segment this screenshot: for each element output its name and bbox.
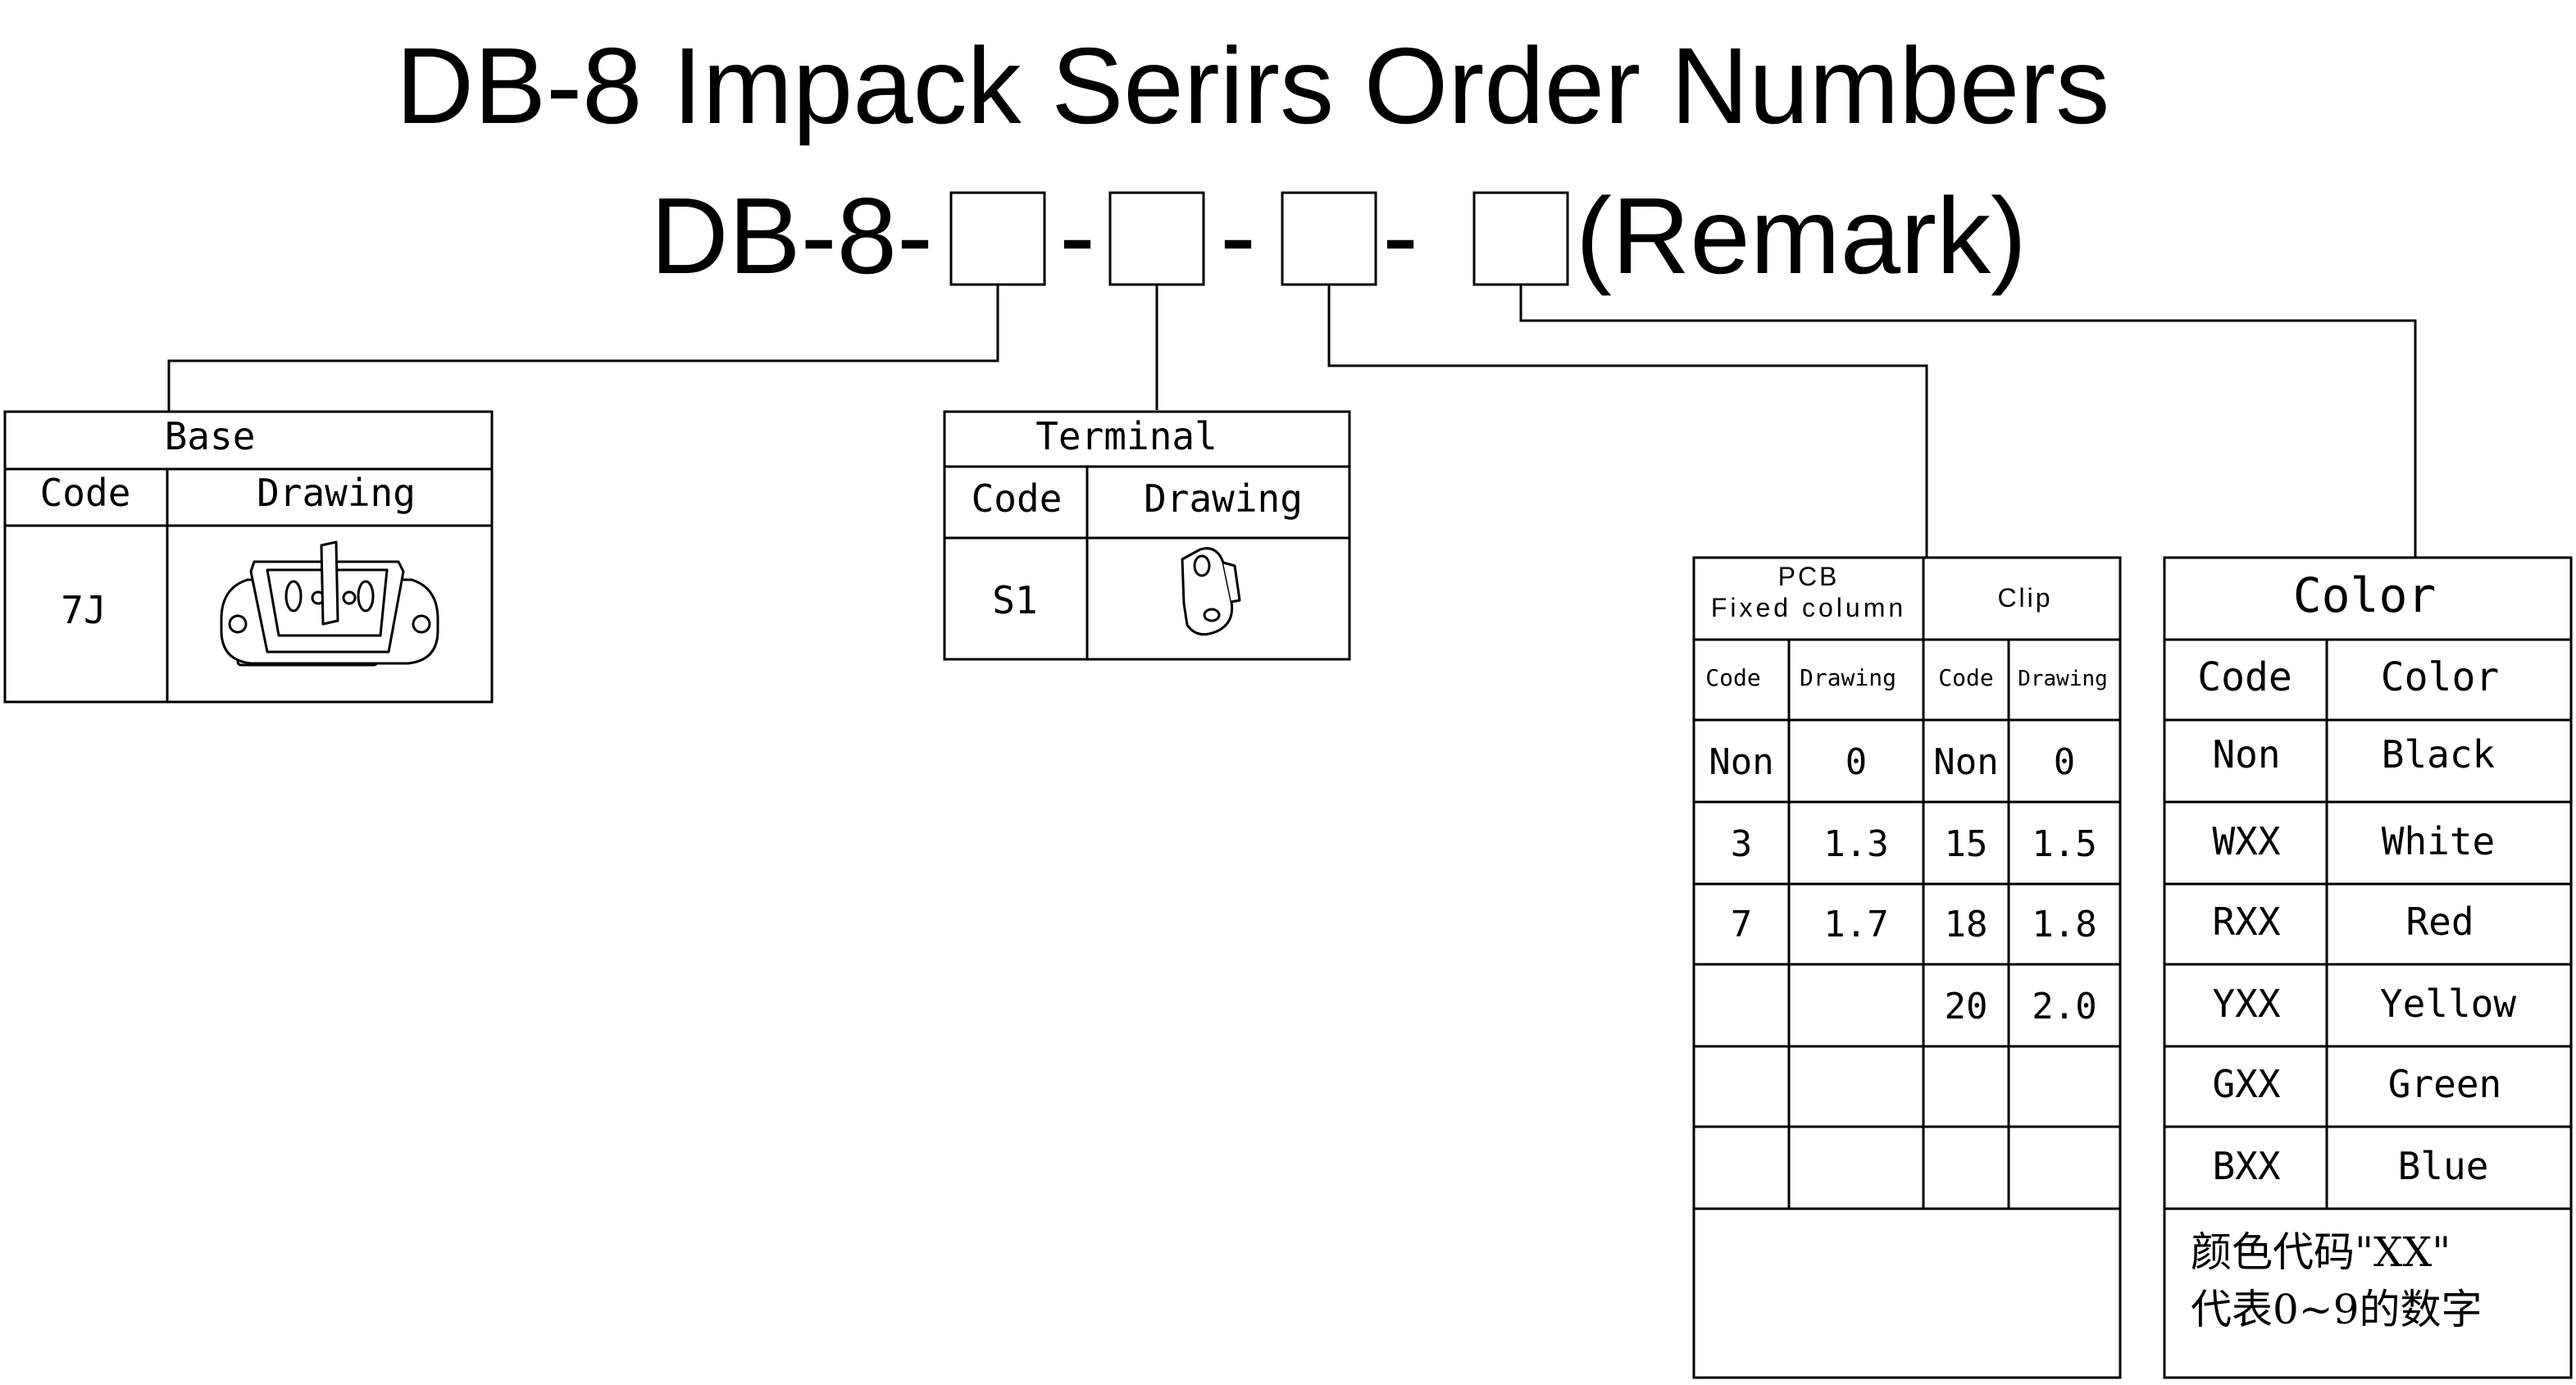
clip-cell: 1.8 (2032, 904, 2096, 945)
order-separator: - (1382, 175, 1418, 296)
color-table-title: Color (2293, 567, 2437, 623)
terminal-row-code: S1 (992, 578, 1037, 622)
color-header-color: Color (2381, 654, 2500, 700)
base-table-title: Base (165, 414, 256, 458)
color-name-cell: Yellow (2380, 982, 2516, 1026)
pcb-header-line2: Fixed column (1711, 593, 1906, 622)
terminal-table-title: Terminal (1035, 414, 1217, 458)
color-note-line2: 代表0~9的数字 (2191, 1286, 2483, 1333)
slot-remark-box (1472, 191, 1569, 286)
order-remark-label: (Remark) (1576, 175, 2027, 296)
pcb-cell: 7 (1731, 904, 1753, 945)
color-header-code: Code (2197, 654, 2292, 700)
color-note-line1: 颜色代码"XX" (2191, 1228, 2451, 1276)
pcb-cell: 1.7 (1823, 904, 1888, 945)
clip-subheader-drawing: Drawing (2018, 667, 2108, 691)
pcb-cell: 3 (1731, 823, 1753, 865)
color-name-cell: White (2382, 819, 2495, 863)
clip-cell: 2.0 (2032, 986, 2096, 1027)
slot-pcb-clip-box (1281, 191, 1377, 286)
d-sub-connector-base-icon (220, 540, 439, 667)
clip-cell: 20 (1945, 986, 1988, 1027)
color-table: Color Code Color Non Black WXX White RXX… (2163, 556, 2573, 1379)
color-name-cell: Green (2388, 1062, 2501, 1106)
pcb-clip-table: PCB Fixed column Clip Code Drawing Code … (1692, 556, 2122, 1379)
color-code-cell: WXX (2212, 819, 2280, 863)
pcb-cell: 1.3 (1823, 823, 1888, 865)
pcb-cell: 0 (1846, 741, 1868, 783)
color-name-cell: Red (2405, 900, 2474, 944)
terminal-table: Terminal Code Drawing S1 (943, 410, 1351, 661)
clip-header: Clip (1997, 583, 2052, 613)
clip-cell: 15 (1945, 823, 1988, 865)
base-header-drawing: Drawing (257, 471, 416, 515)
color-code-cell: RXX (2212, 900, 2280, 944)
pcb-header-line1: PCB (1778, 562, 1840, 591)
slot-terminal-box (1108, 191, 1205, 286)
base-header-code: Code (40, 471, 131, 515)
pcb-subheader-drawing: Drawing (1800, 664, 1896, 691)
order-prefix: DB-8- (650, 175, 933, 296)
clip-cell: 0 (2054, 741, 2076, 783)
clip-subheader-code: Code (1938, 664, 1993, 691)
connector-line-pcb-clip (1327, 285, 1928, 558)
color-name-cell: Black (2382, 732, 2495, 777)
clip-cell: 18 (1945, 904, 1988, 945)
solder-terminal-lug-icon (1181, 547, 1241, 636)
order-separator: - (1059, 175, 1095, 296)
clip-cell: 1.5 (2032, 823, 2096, 865)
connector-line-color (1519, 285, 2417, 558)
slot-base-box (949, 191, 1046, 286)
pcb-cell: Non (1709, 741, 1773, 783)
color-code-cell: Non (2212, 732, 2280, 777)
terminal-header-code: Code (972, 476, 1063, 521)
base-table: Base Code Drawing 7J (3, 410, 494, 704)
terminal-header-drawing: Drawing (1144, 476, 1303, 521)
order-separator: - (1220, 175, 1256, 296)
base-row-code: 7J (61, 588, 106, 632)
pcb-subheader-code: Code (1705, 664, 1760, 691)
color-code-cell: BXX (2212, 1144, 2280, 1188)
color-name-cell: Blue (2398, 1144, 2489, 1188)
color-code-cell: GXX (2212, 1062, 2280, 1106)
diagram-title: DB-8 Impack Serirs Order Numbers (396, 25, 2109, 146)
connector-line-base (167, 285, 999, 412)
color-code-cell: YXX (2212, 982, 2280, 1026)
clip-cell: Non (1933, 741, 1998, 783)
